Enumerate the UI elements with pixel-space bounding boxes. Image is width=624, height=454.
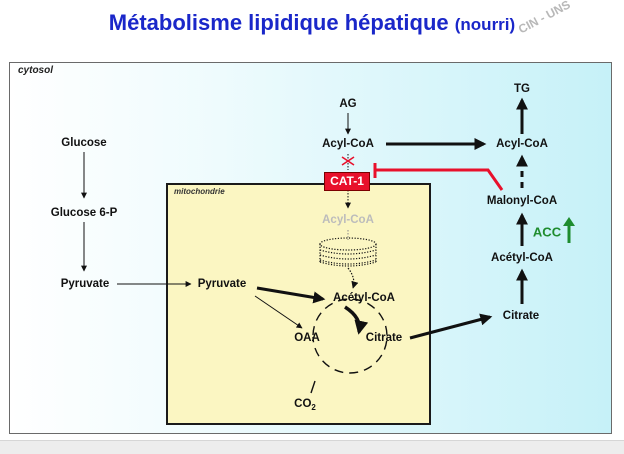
arrow-pyruvate-oaa [254, 295, 303, 329]
title-condition: (nourri) [454, 15, 516, 34]
node-oaa: OAA [294, 332, 320, 344]
node-acylcoa-mito: Acyl-CoA [322, 214, 374, 226]
node-pyruvate-mito: Pyruvate [197, 278, 247, 290]
arrow-betaox-acetylcoa [347, 267, 359, 289]
krebs-cycle [312, 298, 388, 374]
bottom-bar [0, 440, 624, 454]
inhibition-malonyl-cat1 [375, 168, 504, 191]
node-co2: CO2 [294, 398, 316, 412]
mitochondria-label: mitochondrie [174, 187, 225, 196]
node-malonylcoa: Malonyl-CoA [486, 195, 558, 207]
arrow-acetylcoa-citrate [344, 305, 369, 335]
arrow-citrate-export [409, 313, 493, 340]
beta-oxidation-spiral [319, 237, 377, 267]
node-acetylcoa-cytosol: Acétyl-CoA [491, 252, 553, 264]
title-main: Métabolisme lipidique hépatique [108, 10, 449, 35]
node-glucose: Glucose [61, 137, 107, 149]
node-ag: AG [339, 98, 357, 110]
arrow-co2-release [310, 380, 316, 394]
node-tg: TG [514, 83, 530, 95]
cytosol-label: cytosol [18, 65, 54, 76]
node-acc: ACC [532, 224, 562, 240]
node-citrate-mito: Citrate [365, 332, 403, 344]
page-title: Métabolisme lipidique hépatique (nourri) [0, 10, 624, 36]
node-citrate-cytosol: Citrate [502, 310, 540, 322]
co2-subscript: 2 [311, 403, 316, 413]
arrow-pyruvate-acetylcoa [256, 286, 326, 304]
node-pyruvate-cytosol: Pyruvate [60, 278, 110, 290]
node-acetylcoa-mito: Acétyl-CoA [333, 292, 395, 304]
mitochondria-region [166, 183, 431, 425]
cat1-transporter: CAT-1 [324, 172, 370, 191]
acc-up-arrowhead [563, 217, 575, 226]
node-acylcoa-cytosol: Acyl-CoA [322, 138, 374, 150]
co2-text: CO [294, 397, 312, 410]
block-cross-b [341, 156, 355, 166]
node-acylcoa-right: Acyl-CoA [496, 138, 548, 150]
node-glucose-6p: Glucose 6-P [50, 207, 118, 219]
